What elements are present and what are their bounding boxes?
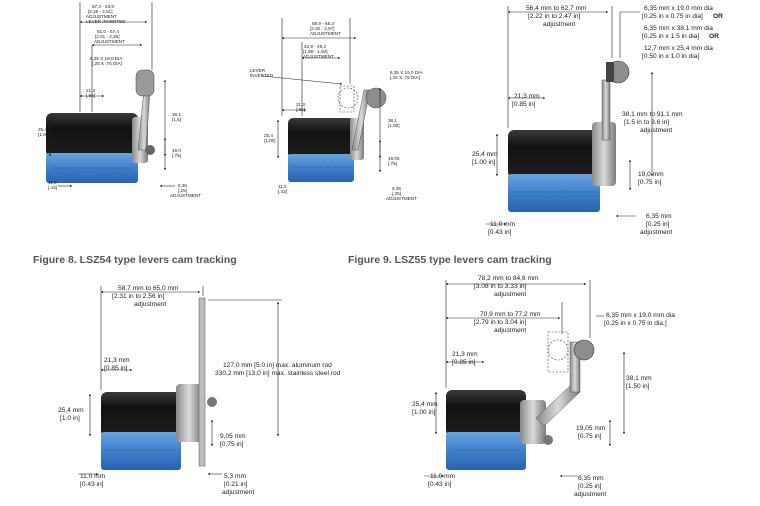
- d3-rollerC-label: 12,7 mm x 25,4 mm dia[0.50 in x 1.0 in d…: [642, 45, 713, 60]
- d3-w213: 21,3 mm[0.85 in]: [512, 93, 540, 108]
- d1-h254: 25,4[1,00]: [38, 127, 50, 137]
- svg-text:6,35 X 19,0 DIA[,25 X ,75 DIA]: 6,35 X 19,0 DIA[,25 X ,75 DIA]: [90, 56, 123, 66]
- d4-h905: 9,05 mm[0.75 in]: [220, 433, 246, 448]
- d3-h190: 19,0 mm[0.75 in]: [638, 171, 664, 186]
- d1-w635: 6,35[,25]ADJUSTMENT: [170, 183, 201, 198]
- d1-w110: 11,0[,43]: [48, 180, 57, 190]
- d3-h381: 38,1 mm to 91,1 mm[1.5 in to 3.6 in]adju…: [622, 111, 683, 134]
- lever-arm: [135, 69, 155, 155]
- d2-w635: 6,35[,25]ADJUSTMENT: [386, 186, 417, 201]
- d1-h381: 38,1[1,5]: [172, 112, 181, 122]
- diagram-5: 78,2 mm to 84,6 mm[3.08 in to 3.33 in]ad…: [412, 275, 675, 498]
- d1-mid-label: 51,0 - 57,4[2,01 - 2,26]ADJUSTMENT: [94, 29, 125, 44]
- d5-h1905: 19,05 mm[0.75 in]: [576, 425, 606, 440]
- d4-w53: 5,3 mm[0.21 in]adjustment: [222, 473, 254, 496]
- d5-roller-label: 6,35 mm x 19,0 mm dia[0.25 in x 0.75 in …: [604, 312, 675, 327]
- d1-roller-label: 6,35 X 19,0 DIA[,25 X ,75 DIA]: [90, 56, 123, 66]
- d5-w635: 6,35 mm[0.25 in]adjustment: [574, 475, 606, 498]
- svg-text:51,0 - 57,4[2,01 - 2,26]ADJUST: 51,0 - 57,4[2,01 - 2,26]ADJUSTMENT: [94, 29, 125, 44]
- d3-rollerA-label: 6,35 mm x 19,0 mm dia[0.25 in x 0.75 in …: [642, 5, 713, 20]
- d3-top-label: 56,4 mm to 62,7 mm[2.22 in to 2.47 in]ad…: [526, 5, 587, 28]
- switch-body: [508, 122, 616, 212]
- d2-roller-label: 6,35 X 19,0 DIA[,25 X ,75 DIA]: [390, 70, 423, 80]
- d3-rollerB-label: 6,35 mm x 38,1 mm dia[0.25 in x 1.5 in d…: [642, 25, 713, 40]
- d5-h254: 25,4 mm[1.00 in]: [412, 401, 438, 416]
- d2-h1905: 19,05[,75]: [388, 156, 400, 166]
- figure-9-caption: Figure 9. LSZ55 type levers cam tracking: [348, 254, 552, 266]
- d3-h254: 25,4 mm[1.00 in]: [472, 151, 498, 166]
- d3-w635: 6,35 mm[0.25 in]adjustment: [640, 213, 672, 236]
- d2-w213: 21,3[,85]: [296, 102, 305, 112]
- svg-text:57,4 - 63,8[2,26 - 2,51]ADJUST: 57,4 - 63,8[2,26 - 2,51]ADJUSTMENTLEVER …: [86, 4, 126, 24]
- d2-w110: 11,0[,43]: [278, 184, 287, 194]
- rod: [198, 297, 206, 467]
- d3-w110: 11,0 mm[0.43 in]: [488, 221, 516, 236]
- d3-or-1: OR: [713, 13, 723, 20]
- d2-h254: 25,4[1,00]: [264, 133, 276, 143]
- diagram-4: 58,7 mm to 65,0 mm[2.31 in to 2.56 in]ad…: [58, 285, 341, 496]
- d2-h381: 38,1[1,50]: [388, 118, 400, 128]
- d1-h190: 19,0[,75]: [172, 148, 181, 158]
- switch-body: [101, 384, 217, 470]
- d2-top-label: 58,9 - 65,3[2,32 - 2,57]ADJUSTMENT: [310, 21, 341, 36]
- d4-w110: 11,0 mm[0.43 in]: [80, 473, 106, 488]
- d4-top-label: 58,7 mm to 65,0 mm[2.31 in to 2.56 in]ad…: [112, 285, 179, 308]
- d5-top-label: 78,2 mm to 84,6 mm[3.08 in to 3.33 in]ad…: [474, 275, 539, 298]
- d4-h254: 25,4 mm[1.0 in]: [58, 407, 84, 422]
- d4-w213: 21,3 mm[0.85 in]: [104, 357, 130, 372]
- d3-or-2: OR: [709, 33, 719, 40]
- d5-h381: 38,1 mm[1.50 in]: [626, 375, 652, 390]
- figure-8-caption: Figure 8. LSZ54 type levers cam tracking: [33, 254, 237, 266]
- diagram-3: 56,4 mm to 62,7 mm[2.22 in to 2.47 in]ad…: [472, 5, 723, 236]
- lever-arm: [601, 60, 630, 141]
- d2-mid-label: 42,9 - 49,3[1,69 - 1,94]ADJUSTMENT: [303, 44, 334, 59]
- diagram-2: 58,9 - 65,3[2,32 - 2,57]ADJUSTMENT 42,9 …: [250, 18, 423, 201]
- switch-body: [446, 390, 553, 470]
- d5-mid-label: 70,9 mm to 77,2 mm[2.79 in to 3.04 in]ad…: [474, 311, 541, 334]
- lever-arm: [535, 331, 595, 427]
- switch-body: [46, 113, 148, 183]
- d5-w213: 21,3 mm[0.85 in]: [452, 351, 478, 366]
- d1-w213: 21,3[,85]: [86, 88, 95, 98]
- d5-w110: 11,0 mm[0.43 in]: [428, 473, 456, 488]
